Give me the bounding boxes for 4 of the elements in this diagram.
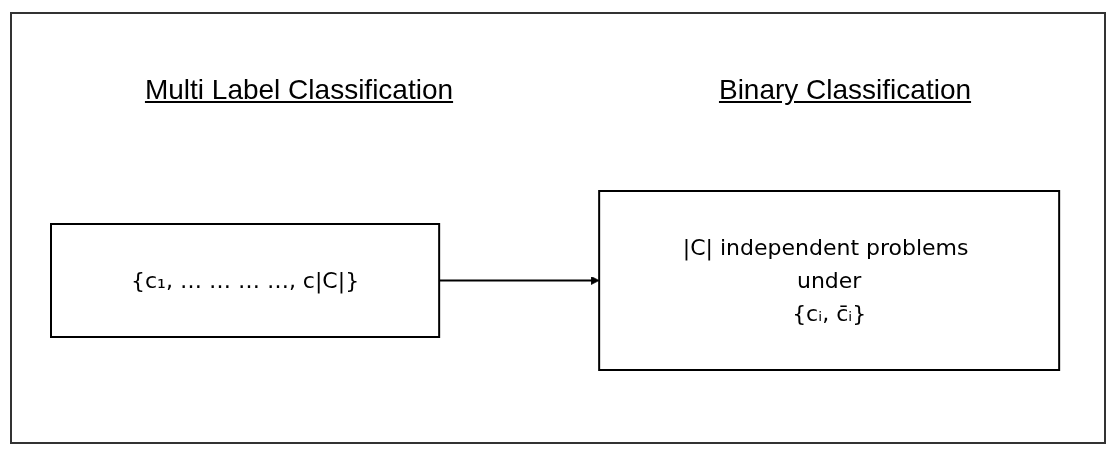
node-box: |C| independent problems under {cᵢ, c̄ᵢ} [598,189,1061,371]
section-heading: Multi Label Classification [144,74,454,106]
section-heading: Binary Classification [718,74,972,106]
node-box: {c₁, … … … …, c|C|} [49,222,441,338]
